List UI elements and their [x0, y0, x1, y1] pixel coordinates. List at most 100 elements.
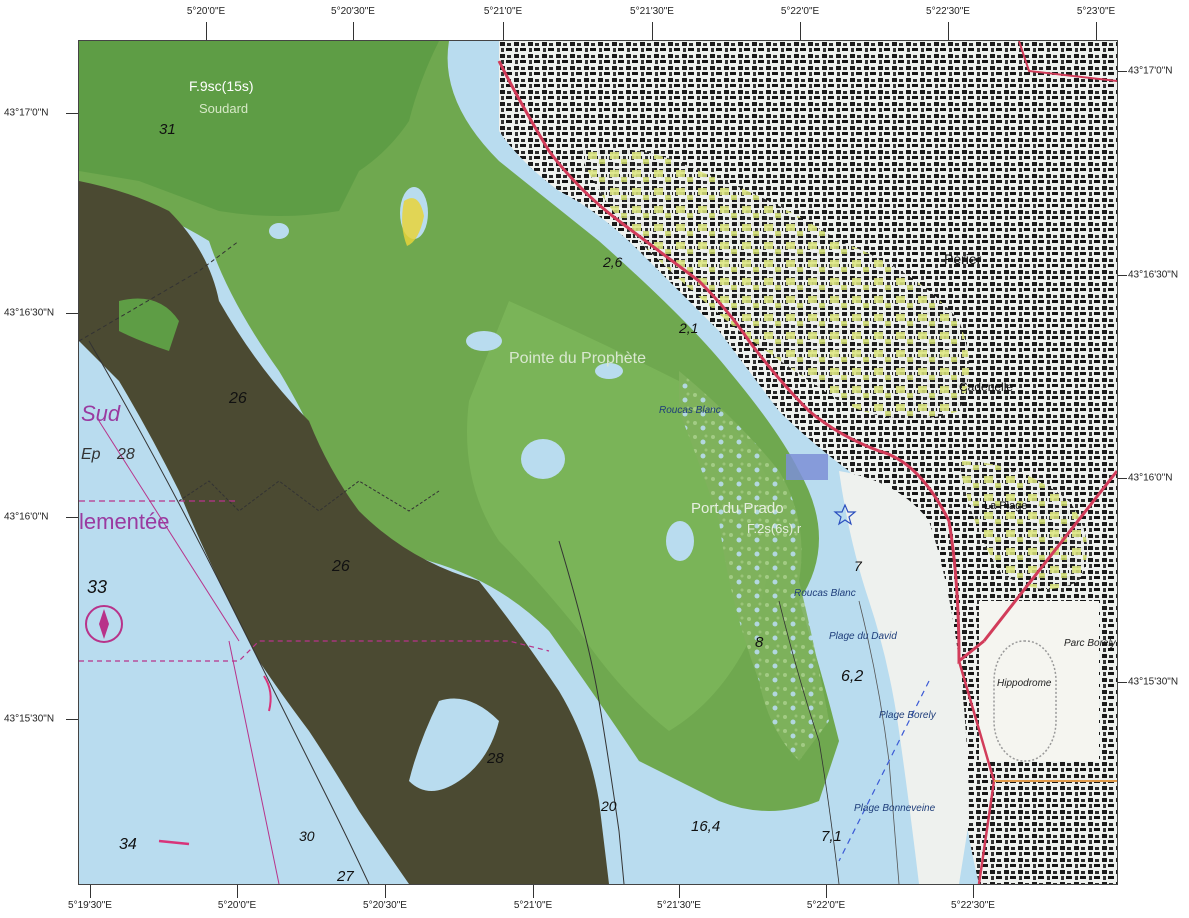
seabed-upper-band — [79, 41, 439, 216]
maritime-boundary — [228, 640, 280, 884]
tick-top-1 — [206, 22, 207, 40]
left-latitude-1: 43°17'0"N — [4, 107, 49, 119]
label-ep-value: 28 — [116, 446, 135, 463]
avenue-road — [982, 470, 1117, 642]
hippodrome-track — [993, 640, 1057, 762]
tick-bottom-3 — [385, 884, 386, 898]
label-ep: Ep — [81, 446, 101, 463]
right-latitude-3: 43°16'0"N — [1128, 472, 1173, 484]
label-prado: Port du Prado — [691, 500, 784, 517]
label-hippodrome: Hippodrome — [997, 678, 1052, 689]
map-panel[interactable]: F.9sc(15s) Soudard Sud Ep 28 lementée Po… — [78, 40, 1118, 885]
sea-patch — [466, 331, 502, 351]
depth-30: 30 — [299, 828, 315, 844]
top-longitude-5: 5°22'0"E — [780, 6, 820, 17]
depth-28: 28 — [486, 750, 504, 767]
avenue-road — [1018, 41, 1117, 82]
tick-top-5 — [800, 22, 801, 40]
tick-left-2 — [66, 313, 78, 314]
label-f9sc: F.9sc(15s) — [189, 78, 254, 94]
sea-patch — [269, 223, 289, 239]
depth-20: 20 — [600, 798, 617, 814]
compass-rose — [85, 605, 123, 643]
label-prophete: Pointe du Prophète — [509, 350, 646, 367]
tick-right-3 — [1117, 478, 1127, 479]
bottom-longitude-4: 5°21'0"E — [513, 900, 553, 911]
depth-33: 33 — [87, 577, 107, 597]
island-marker — [402, 198, 424, 246]
tick-bottom-5 — [679, 884, 680, 898]
depth-7: 7 — [854, 558, 863, 574]
tick-top-4 — [652, 22, 653, 40]
bottom-longitude-7: 5°22'30"E — [951, 900, 995, 911]
top-longitude-4: 5°21'30"E — [630, 6, 674, 17]
seabed-dark-lobe — [119, 298, 179, 351]
top-longitude-2: 5°20'30"E — [331, 6, 375, 17]
bottom-longitude-2: 5°20'0"E — [217, 900, 257, 911]
tick-left-3 — [66, 517, 78, 518]
vegetation-area — [579, 148, 969, 419]
label-parc-borely: Parc Borely — [1064, 638, 1117, 649]
sea-patch — [595, 363, 623, 379]
bottom-longitude-3: 5°20'30"E — [363, 900, 407, 911]
vegetation-area — [959, 461, 1087, 589]
label-sud: Sud — [81, 401, 121, 426]
depth-2-6: 2,6 — [602, 254, 623, 270]
label-prado-light: F.2s(6s).r — [747, 521, 802, 536]
beacon-star-icon — [833, 503, 857, 526]
top-longitude-6: 5°22'30"E — [926, 6, 970, 17]
coastal-road — [497, 60, 985, 665]
depth-2-1: 2,1 — [678, 320, 698, 336]
bottom-longitude-5: 5°21'30"E — [657, 900, 701, 911]
depth-contour — [88, 340, 370, 884]
hazard-marker — [158, 839, 190, 846]
right-latitude-4: 43°15'30"N — [1128, 676, 1179, 688]
tick-right-4 — [1117, 682, 1127, 683]
left-latitude-2: 43°16'30"N — [4, 307, 55, 319]
sea-patch — [521, 439, 565, 479]
depth-8: 8 — [755, 634, 764, 651]
depth-27: 27 — [336, 868, 354, 884]
hazard-marker — [263, 675, 272, 712]
seabed-speckled-edge — [679, 371, 829, 761]
tick-right-2 — [1117, 275, 1127, 276]
tick-left-4 — [66, 719, 78, 720]
hippodrome-area — [979, 601, 1099, 761]
tick-bottom-6 — [826, 884, 827, 898]
depth-7-1: 7,1 — [821, 828, 842, 845]
label-plage-david: Plage du David — [829, 631, 897, 642]
tick-top-7 — [1096, 22, 1097, 40]
label-soudard: Soudard — [199, 101, 248, 116]
label-cadenelle: Cadenelle — [959, 380, 1013, 394]
label-roucas: Roucas Blanc — [659, 405, 721, 416]
depth-31: 31 — [159, 121, 176, 138]
top-longitude-7: 5°23'0"E — [1076, 6, 1116, 17]
left-latitude-3: 43°16'0"N — [4, 511, 49, 523]
depth-16-4: 16,4 — [691, 818, 720, 835]
maritime-boundary — [178, 480, 440, 512]
map-svg[interactable]: F.9sc(15s) Soudard Sud Ep 28 lementée Po… — [79, 41, 1117, 884]
maritime-boundary — [79, 640, 550, 662]
prado-basin — [786, 454, 828, 480]
tick-bottom-1 — [90, 884, 91, 898]
tick-right-1 — [1117, 71, 1127, 72]
depth-26-b: 26 — [331, 558, 350, 575]
maritime-boundary — [98, 420, 240, 642]
depth-6-2: 6,2 — [841, 668, 863, 685]
label-perier: Périer — [944, 251, 982, 267]
label-la-plage: La Plage — [984, 500, 1027, 512]
sea-patch — [666, 521, 694, 561]
tick-left-1 — [66, 113, 78, 114]
depth-contour — [778, 600, 840, 884]
top-longitude-1: 5°20'0"E — [186, 6, 226, 17]
tick-top-2 — [353, 22, 354, 40]
tick-bottom-4 — [533, 884, 534, 898]
bottom-longitude-1: 5°19'30"E — [68, 900, 112, 911]
right-latitude-2: 43°16'30"N — [1128, 269, 1179, 281]
seabed-dark-inlet — [409, 698, 499, 791]
tick-top-3 — [503, 22, 504, 40]
depth-contour — [558, 540, 625, 884]
label-roucas-2: Roucas Blanc — [794, 588, 856, 599]
label-reglementee: lementée — [79, 509, 170, 534]
top-longitude-3: 5°21'0"E — [483, 6, 523, 17]
